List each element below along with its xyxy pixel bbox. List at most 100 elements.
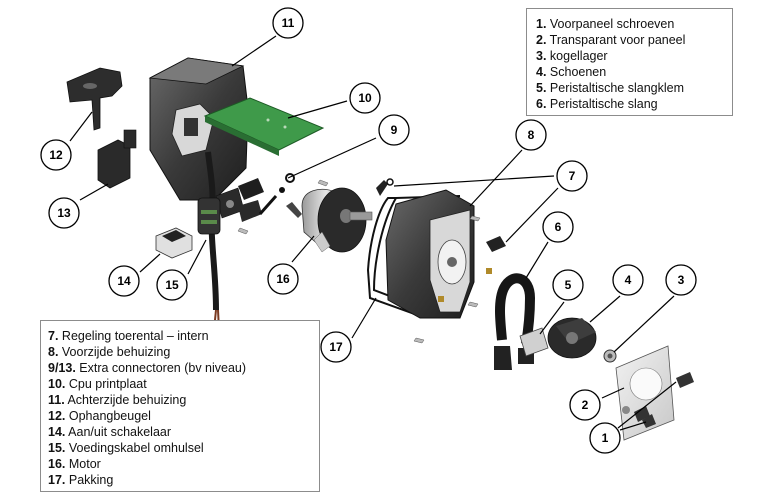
callout-number: 3	[678, 273, 685, 287]
mounting-bracket	[66, 67, 123, 131]
legend-item-text: Voorzijde behuizing	[58, 345, 171, 359]
callout-circle	[542, 211, 574, 243]
callout-circle	[556, 160, 588, 192]
leader-line	[589, 295, 621, 323]
legend-item: 12. Ophangbeugel	[48, 408, 319, 424]
callout-number: 5	[565, 278, 572, 292]
callout-number: 13	[57, 206, 71, 220]
callout-number: 7	[569, 169, 576, 183]
legend-item-text: Cpu printplaat	[65, 377, 147, 391]
callout-number: 2	[582, 398, 589, 412]
callout-circle	[156, 269, 188, 301]
legend-item: 5. Peristaltische slangklem	[536, 80, 732, 96]
legend-item-number: 16.	[48, 457, 66, 471]
speed-control	[376, 178, 506, 252]
callout-10: 10	[287, 82, 381, 119]
legend-item: 7. Regeling toerental – intern	[48, 328, 319, 344]
legend-item: 10. Cpu printplaat	[48, 376, 319, 392]
front-panel	[615, 345, 675, 441]
callout-number: 17	[329, 340, 343, 354]
legend-item-number: 5.	[536, 81, 547, 95]
legend-item-text: Achterzijde behuizing	[64, 393, 187, 407]
callout-circle	[378, 114, 410, 146]
legend-item: 6. Peristaltische slang	[536, 96, 732, 112]
callout-12: 12	[40, 111, 93, 171]
leader-line	[525, 241, 549, 279]
callout-circle	[272, 7, 304, 39]
legend-item-number: 2.	[536, 33, 547, 47]
legend-item-text: Extra connectoren (bv niveau)	[75, 361, 247, 375]
legend-item: 14. Aan/uit schakelaar	[48, 424, 319, 440]
callout-number: 1	[602, 431, 609, 445]
legend-item-text: Ophangbeugel	[65, 409, 151, 423]
ball-bearing	[603, 349, 617, 363]
leader-line	[505, 187, 559, 243]
legend-item-number: 6.	[536, 97, 547, 111]
rotor-shoes	[547, 317, 597, 359]
leader-line	[613, 295, 675, 353]
cpu-pcb	[203, 97, 325, 156]
callout-2: 2	[569, 387, 625, 421]
leader-line	[287, 100, 348, 119]
callout-6: 6	[525, 211, 574, 279]
callout-7: 7	[393, 160, 588, 243]
hose-clamp	[519, 327, 549, 357]
callout-4: 4	[589, 264, 644, 323]
leader-line	[601, 387, 625, 399]
leader-line	[231, 35, 277, 67]
callout-3: 3	[613, 264, 697, 353]
callout-number: 9	[391, 123, 398, 137]
callout-14: 14	[108, 253, 161, 297]
leader-line	[79, 183, 109, 201]
callout-circle	[569, 389, 601, 421]
callout-circle	[515, 119, 547, 151]
callout-5: 5	[539, 269, 584, 335]
callout-17: 17	[320, 297, 377, 363]
legend-item-number: 8.	[48, 345, 59, 359]
callout-11: 11	[231, 7, 304, 67]
legend-item: 1. Voorpaneel schroeven	[536, 16, 732, 32]
leader-line	[539, 301, 565, 335]
legend-item-text: Peristaltische slang	[546, 97, 658, 111]
motor	[301, 187, 373, 253]
power-cable	[197, 151, 221, 331]
leader-line	[617, 381, 677, 429]
callout-number: 4	[625, 273, 632, 287]
legend-item-text: Transparant voor paneel	[546, 33, 686, 47]
legend-item-number: 10.	[48, 377, 66, 391]
legend-item-text: Motor	[65, 457, 101, 471]
front-housing	[385, 189, 492, 344]
legend-item-number: 17.	[48, 473, 66, 487]
front-panel-screws	[642, 372, 694, 428]
callout-number: 16	[276, 272, 290, 286]
callout-circle	[320, 331, 352, 363]
callout-circle	[665, 264, 697, 296]
legend-item: 17. Pakking	[48, 472, 319, 488]
callout-circle	[40, 139, 72, 171]
legend-item-text: Voedingskabel omhulsel	[65, 441, 204, 455]
callout-13: 13	[48, 183, 109, 229]
callout-number: 15	[165, 278, 179, 292]
rear-housing	[148, 57, 249, 201]
leader-line	[393, 175, 555, 187]
legend-item-number: 4.	[536, 65, 547, 79]
legend-item-text: Peristaltische slangklem	[546, 81, 684, 95]
legend-item-number: 1.	[536, 17, 547, 31]
callout-circle	[108, 265, 140, 297]
legend-item: 9/13. Extra connectoren (bv niveau)	[48, 360, 319, 376]
leader-line	[351, 297, 377, 339]
leader-line	[619, 421, 647, 431]
callout-circle	[589, 422, 621, 454]
callout-number: 11	[282, 16, 295, 30]
legend-item-text: Pakking	[65, 473, 114, 487]
callout-number: 8	[528, 128, 535, 142]
callout-circle	[612, 264, 644, 296]
legend-item: 8. Voorzijde behuizing	[48, 344, 319, 360]
leader-line	[291, 235, 315, 263]
callout-1: 1	[589, 381, 677, 454]
on-off-switch	[155, 227, 193, 259]
callout-number: 12	[49, 148, 63, 162]
